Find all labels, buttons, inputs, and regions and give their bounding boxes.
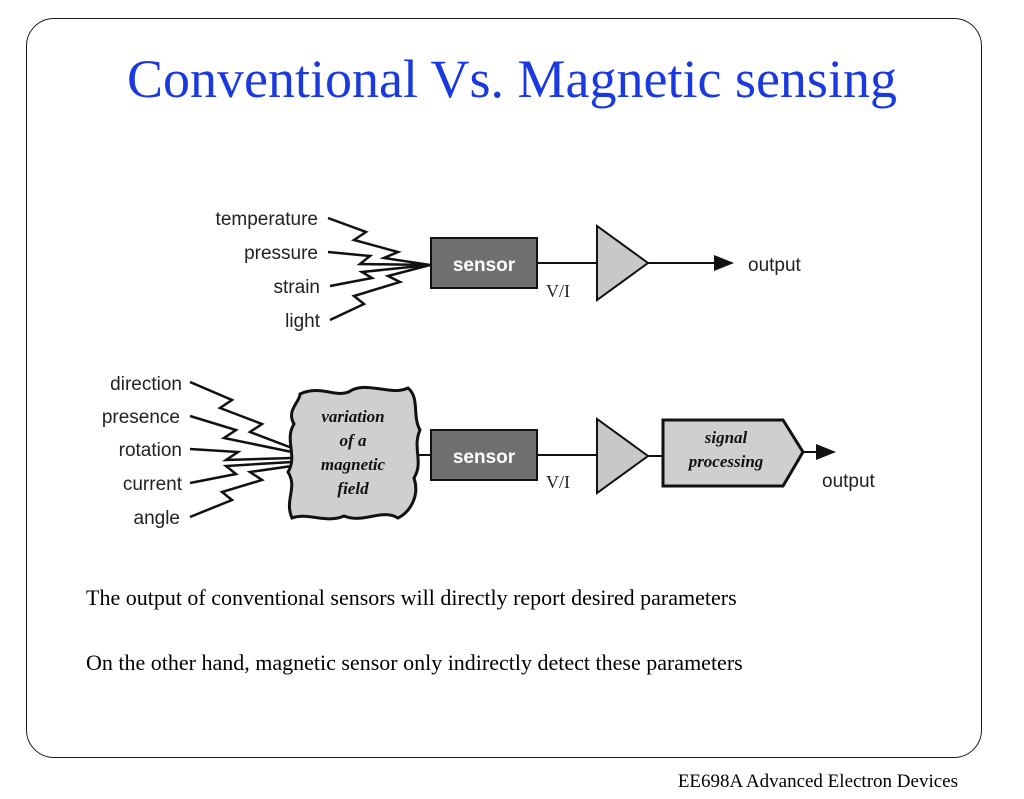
cloud-text-line-4: field [337, 479, 369, 498]
output-label: output [748, 255, 802, 276]
amplifier-triangle [596, 224, 650, 302]
cloud-text-line-1: variation [321, 407, 384, 426]
zigzag-arrow-light [329, 263, 431, 322]
input-label-pressure: pressure [244, 243, 318, 264]
input-label-strain: strain [274, 277, 320, 298]
vi-label: V/I [546, 472, 570, 492]
signal-processing-box [661, 418, 805, 488]
zigzag-arrow-strain [329, 263, 431, 288]
magnetic-sensing: direction presence rotation current angl… [102, 374, 876, 529]
cloud-text-line-2: of a [340, 431, 367, 450]
statement-magnetic: On the other hand, magnetic sensor only … [86, 650, 743, 675]
vi-label: V/I [546, 281, 570, 301]
slide-footer: EE698A Advanced Electron Devices [677, 771, 958, 792]
cloud-text-line-3: magnetic [321, 455, 386, 474]
input-label-direction: direction [110, 374, 182, 395]
amplifier-triangle [596, 417, 650, 495]
sensor-box [430, 429, 538, 481]
input-label-rotation: rotation [119, 440, 182, 461]
zigzag-arrow-presence [189, 414, 293, 454]
conventional-sensing: temperature pressure strain light sensor… [216, 209, 802, 332]
input-label-temperature: temperature [216, 209, 318, 230]
zigzag-arrow-temperature [327, 216, 431, 267]
zigzag-arrow-rotation [189, 447, 293, 462]
statement-conventional: The output of conventional sensors will … [86, 585, 737, 610]
zigzag-arrow-direction [189, 380, 293, 450]
zigzag-arrow-angle [189, 464, 293, 519]
zigzag-arrow-current [189, 460, 293, 485]
input-label-angle: angle [134, 508, 181, 529]
magnetic-field-cloud [286, 385, 422, 521]
sensor-label: sensor [453, 255, 516, 276]
slide-frame [26, 18, 982, 758]
zigzag-arrow-pressure [327, 250, 431, 267]
output-label: output [822, 471, 876, 492]
processing-text-line-2: processing [687, 452, 764, 471]
input-label-current: current [123, 474, 183, 495]
input-label-light: light [285, 311, 321, 332]
processing-text-line-1: signal [704, 428, 748, 447]
slide-title: Conventional Vs. Magnetic sensing [127, 49, 897, 109]
input-label-presence: presence [102, 407, 180, 428]
sensor-label: sensor [453, 447, 516, 468]
